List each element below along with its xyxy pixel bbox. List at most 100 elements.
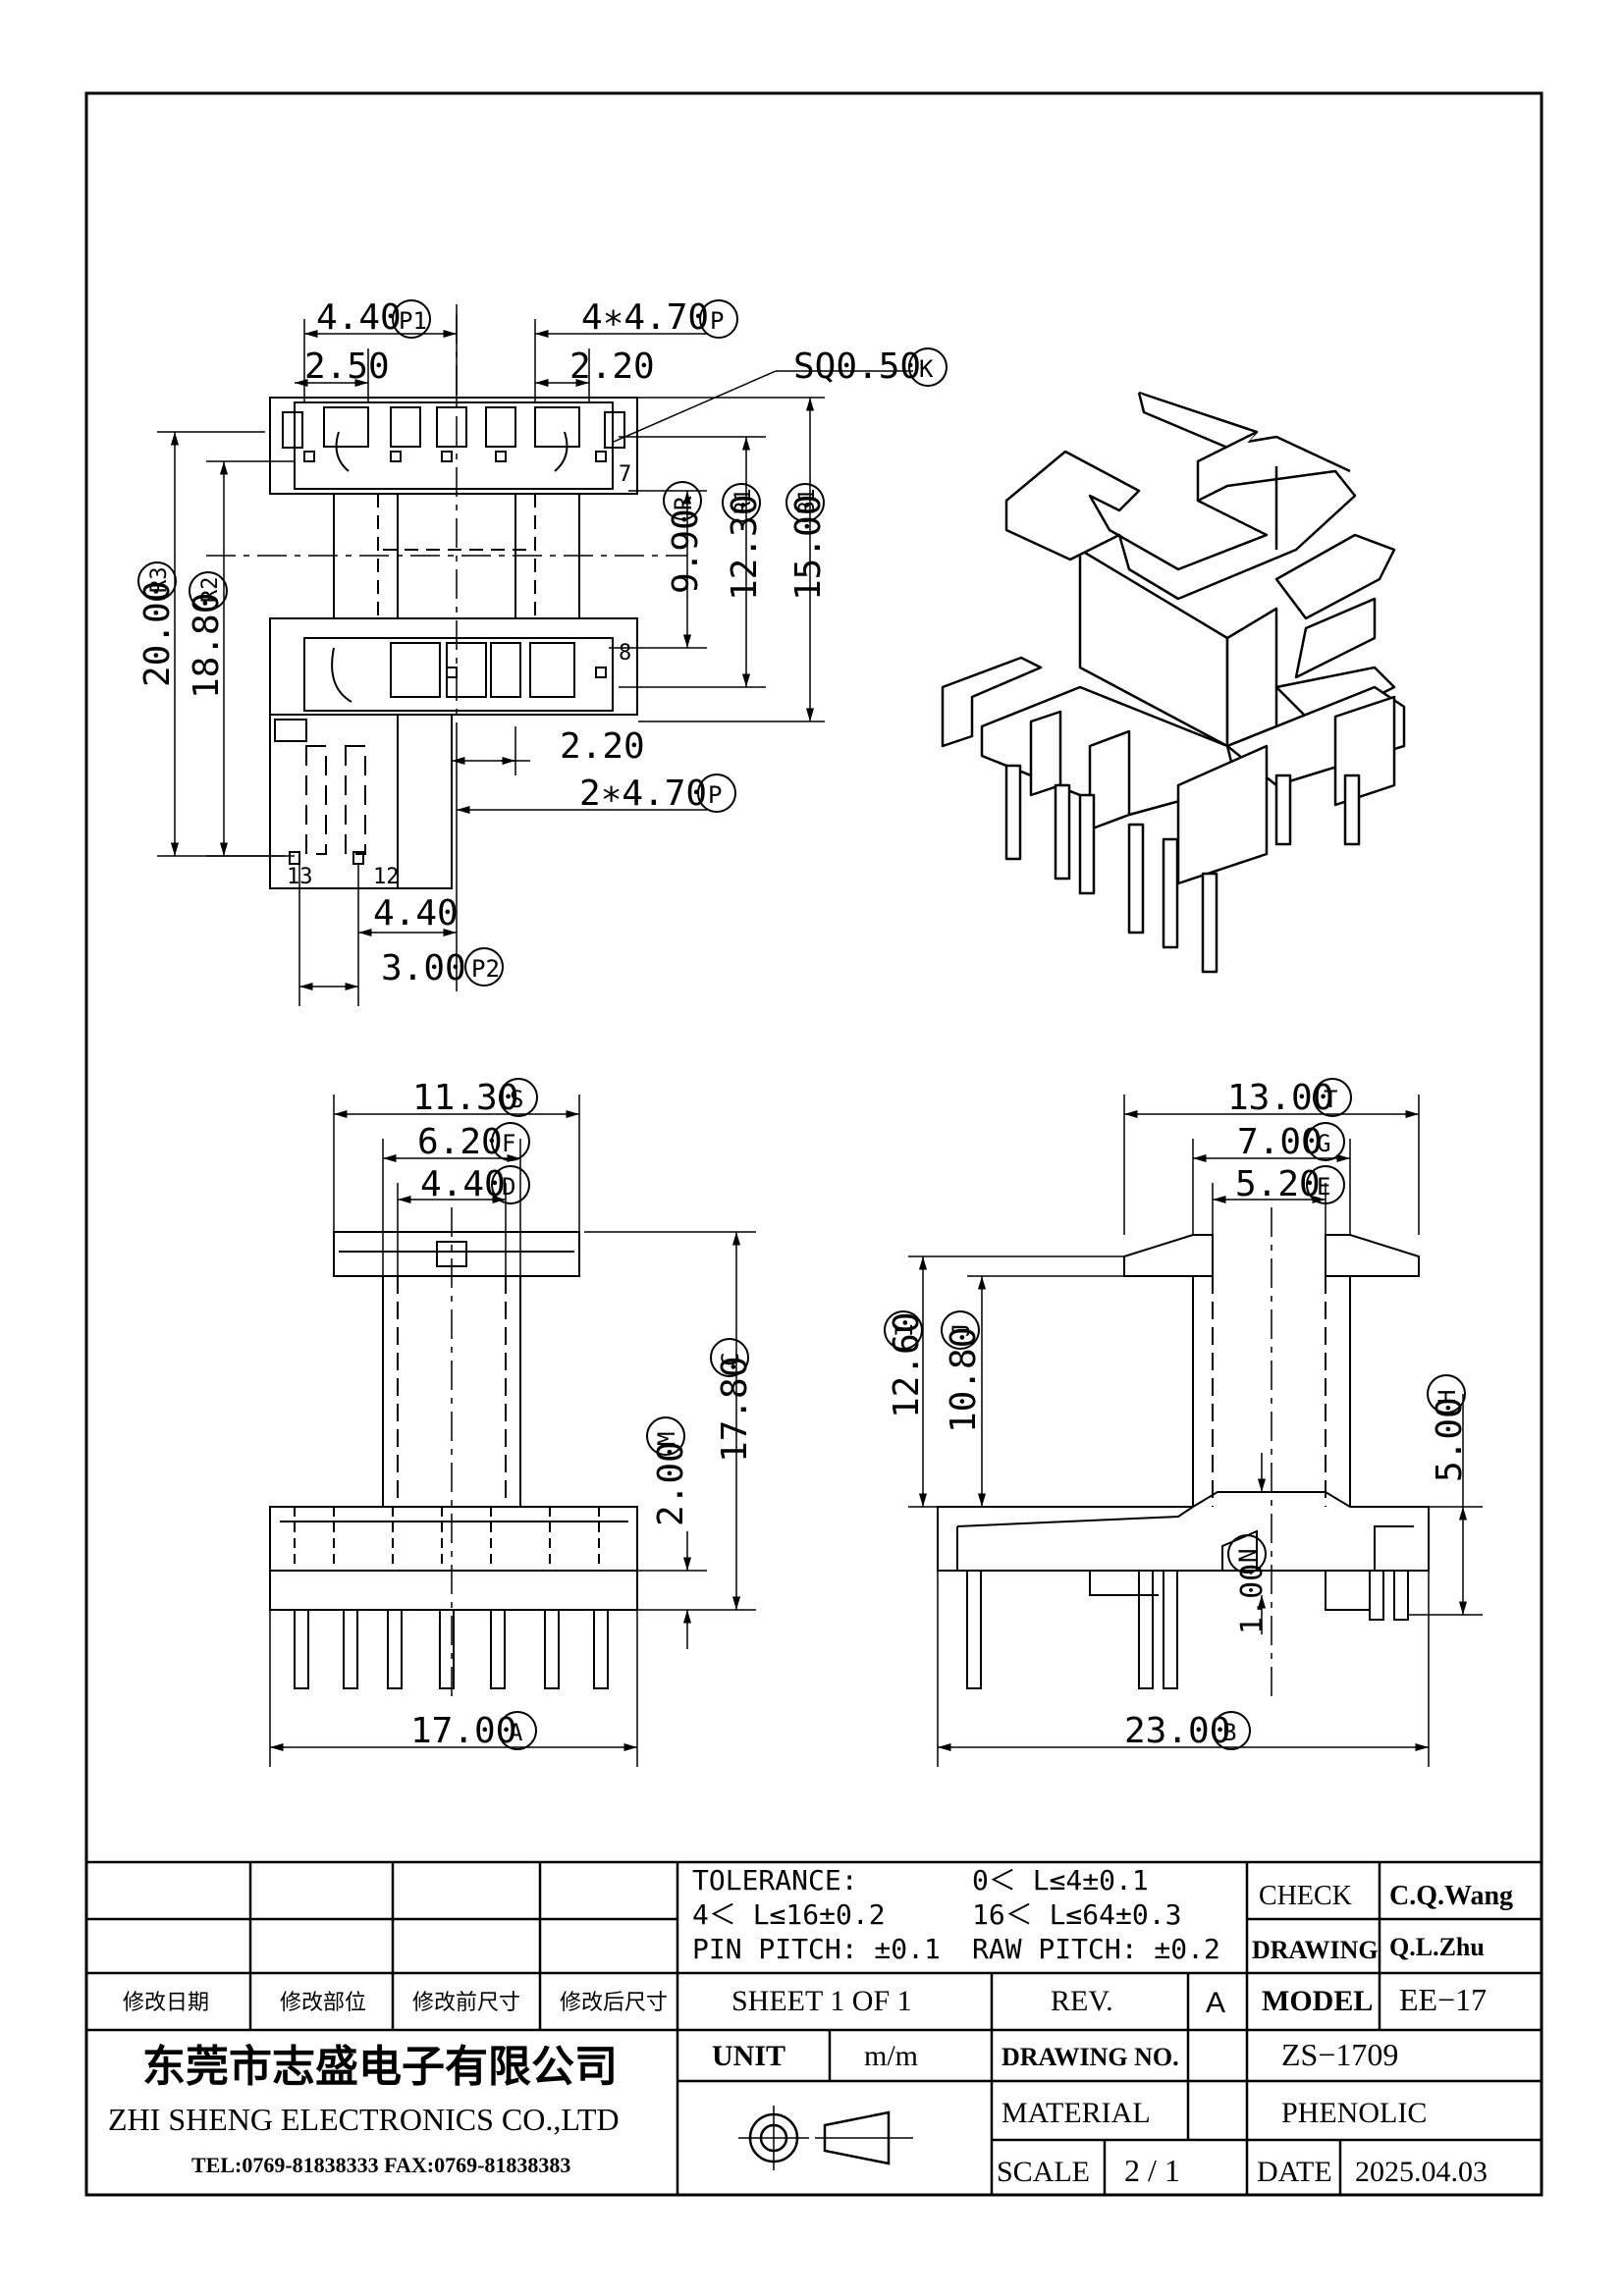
dim-s-value: 11.30 (412, 1078, 518, 1118)
rev-header-before: 修改前尺寸 (412, 1990, 520, 2014)
tag-p-label: P (710, 307, 724, 335)
tag-f-label: F (502, 1130, 515, 1157)
tolerance-line-3: 16＜ L≤64±0.3 (972, 1898, 1181, 1931)
tag-s (499, 1078, 538, 1117)
side-view-labels: 13.00 T 7.00 G 5.20 E 12.60 I 10.80 J 5.… (884, 1078, 1470, 1751)
pin-8-label: 8 (619, 641, 631, 666)
dim-pitch4-value: 4∗4.70 (581, 297, 709, 338)
tag-f (491, 1122, 530, 1161)
check-value: C.Q.Wang (1389, 1881, 1513, 1911)
pin-13-label: 13 (287, 865, 313, 889)
tag-d (491, 1165, 530, 1204)
dim-220b-value: 2.20 (560, 726, 645, 767)
tolerance-label: TOLERANCE: (692, 1864, 858, 1896)
sheet-label: SHEET 1 OF 1 (731, 1985, 912, 2017)
dim-t-value: 13.00 (1227, 1078, 1333, 1118)
tag-j (941, 1310, 980, 1350)
tag-t-label: T (1324, 1086, 1337, 1113)
dim-990-value: 9.90 (666, 508, 706, 594)
dim-2000-value: 20.00 (137, 581, 178, 687)
dim-1880-value: 18.80 (187, 593, 227, 699)
tag-r2 (189, 571, 228, 611)
scale-label: SCALE (997, 2156, 1090, 2188)
tag-r-label: R (670, 496, 697, 510)
tag-n-label: N (1234, 1549, 1262, 1563)
tag-s-label: S (510, 1086, 523, 1113)
tag-c (710, 1338, 749, 1377)
tag-h (1427, 1374, 1466, 1414)
tag-i (884, 1310, 923, 1350)
drawing-value: Q.L.Zhu (1389, 1933, 1485, 1961)
dim-a-value: 17.00 (410, 1711, 516, 1751)
dim-n-value: 1.00 (1235, 1564, 1270, 1634)
pin-7-label: 7 (619, 462, 631, 487)
dim-m-value: 2.00 (651, 1441, 691, 1526)
rev-header-part: 修改部位 (280, 1990, 366, 2014)
tag-r3 (137, 561, 177, 601)
company-name-en: ZHI SHENG ELECTRONICS CO.,LTD (108, 2102, 620, 2137)
scale-value: 2 / 1 (1124, 2153, 1180, 2188)
dim-j-value: 10.80 (944, 1327, 984, 1433)
company-contact: TEL:0769-81838333 FAX:0769-81838383 (191, 2153, 570, 2177)
dim-c-value: 17.80 (715, 1357, 755, 1463)
side-view (908, 1095, 1483, 1767)
drawing-frame (84, 91, 1543, 2197)
rev-header-after: 修改后尺寸 (560, 1990, 668, 2014)
tolerance-line-2: 4＜ L≤16±0.2 (692, 1898, 886, 1931)
dim-i-value: 12.60 (887, 1312, 927, 1418)
tag-p2-label: P2 (471, 955, 500, 983)
dim-p1-value: 4.40 (316, 297, 402, 338)
tag-m (646, 1416, 685, 1456)
drawing-label: DRAWING (1252, 1936, 1379, 1964)
rev-header-date: 修改日期 (123, 1990, 209, 2014)
tag-r2-label: R2 (198, 577, 223, 604)
dim-440-value: 4.40 (373, 893, 459, 934)
model-label: MODEL (1262, 1985, 1373, 2017)
tag-p2 (464, 947, 504, 987)
tag-e-label: E (1317, 1173, 1330, 1201)
dim-pitch2-value: 2∗4.70 (579, 774, 707, 814)
tag-d-label: D (502, 1173, 515, 1201)
tag-r (663, 481, 702, 520)
model-value: EE−17 (1399, 1982, 1487, 2017)
tolerance-line-1: 0＜ L≤4±0.1 (972, 1864, 1149, 1896)
tag-a (498, 1711, 537, 1750)
isometric-view (941, 391, 1406, 974)
material-label: MATERIAL (1001, 2097, 1151, 2129)
tag-k (908, 347, 947, 387)
top-view-labels: 4.40 P1 4∗4.70 P 2.50 2.20 SQ0.50 K 7 8 … (137, 297, 947, 988)
tag-n (1227, 1534, 1267, 1574)
tag-g (1306, 1122, 1345, 1161)
dim-250-value: 2.50 (304, 347, 390, 387)
dim-220a-value: 2.20 (569, 347, 655, 387)
front-view (269, 1095, 756, 1767)
date-value: 2025.04.03 (1355, 2156, 1488, 2188)
tag-b1-label: B1 (795, 489, 820, 515)
tag-i-label: I (891, 1323, 918, 1337)
raw-pitch-tolerance: RAW PITCH: ±0.2 (972, 1933, 1220, 1965)
tag-p (699, 299, 738, 339)
tag-p-lower-label: P (708, 781, 722, 809)
tag-b1 (785, 483, 825, 522)
tag-g-label: G (1317, 1130, 1330, 1157)
tag-b (1212, 1711, 1251, 1750)
pin-pitch-tolerance: PIN PITCH: ±0.1 (692, 1933, 941, 1965)
unit-label: UNIT (712, 2040, 785, 2072)
tag-b-label: B (1222, 1719, 1236, 1746)
drawing-no-value: ZS−1709 (1281, 2037, 1398, 2072)
tag-r3-label: R3 (147, 567, 172, 594)
rev-label: REV. (1051, 1985, 1113, 2017)
tag-j-label: J (947, 1323, 975, 1337)
tag-k-label: K (919, 355, 934, 383)
dim-300-value: 3.00 (381, 948, 466, 988)
dim-g-value: 7.00 (1237, 1122, 1323, 1162)
tag-r1 (722, 483, 761, 522)
material-value: PHENOLIC (1281, 2097, 1427, 2129)
dim-f-value: 6.20 (417, 1122, 503, 1162)
title-block-text: TOLERANCE: 0＜ L≤4±0.1 4＜ L≤16±0.2 16＜ L≤… (108, 1864, 1513, 2188)
title-block (86, 1860, 1542, 2195)
tag-p1-label: P1 (399, 307, 427, 335)
front-view-labels: 11.30 S 6.20 F 4.40 D 17.80 C 2.00 M 17.… (410, 1078, 755, 1751)
tag-p1 (392, 299, 431, 339)
